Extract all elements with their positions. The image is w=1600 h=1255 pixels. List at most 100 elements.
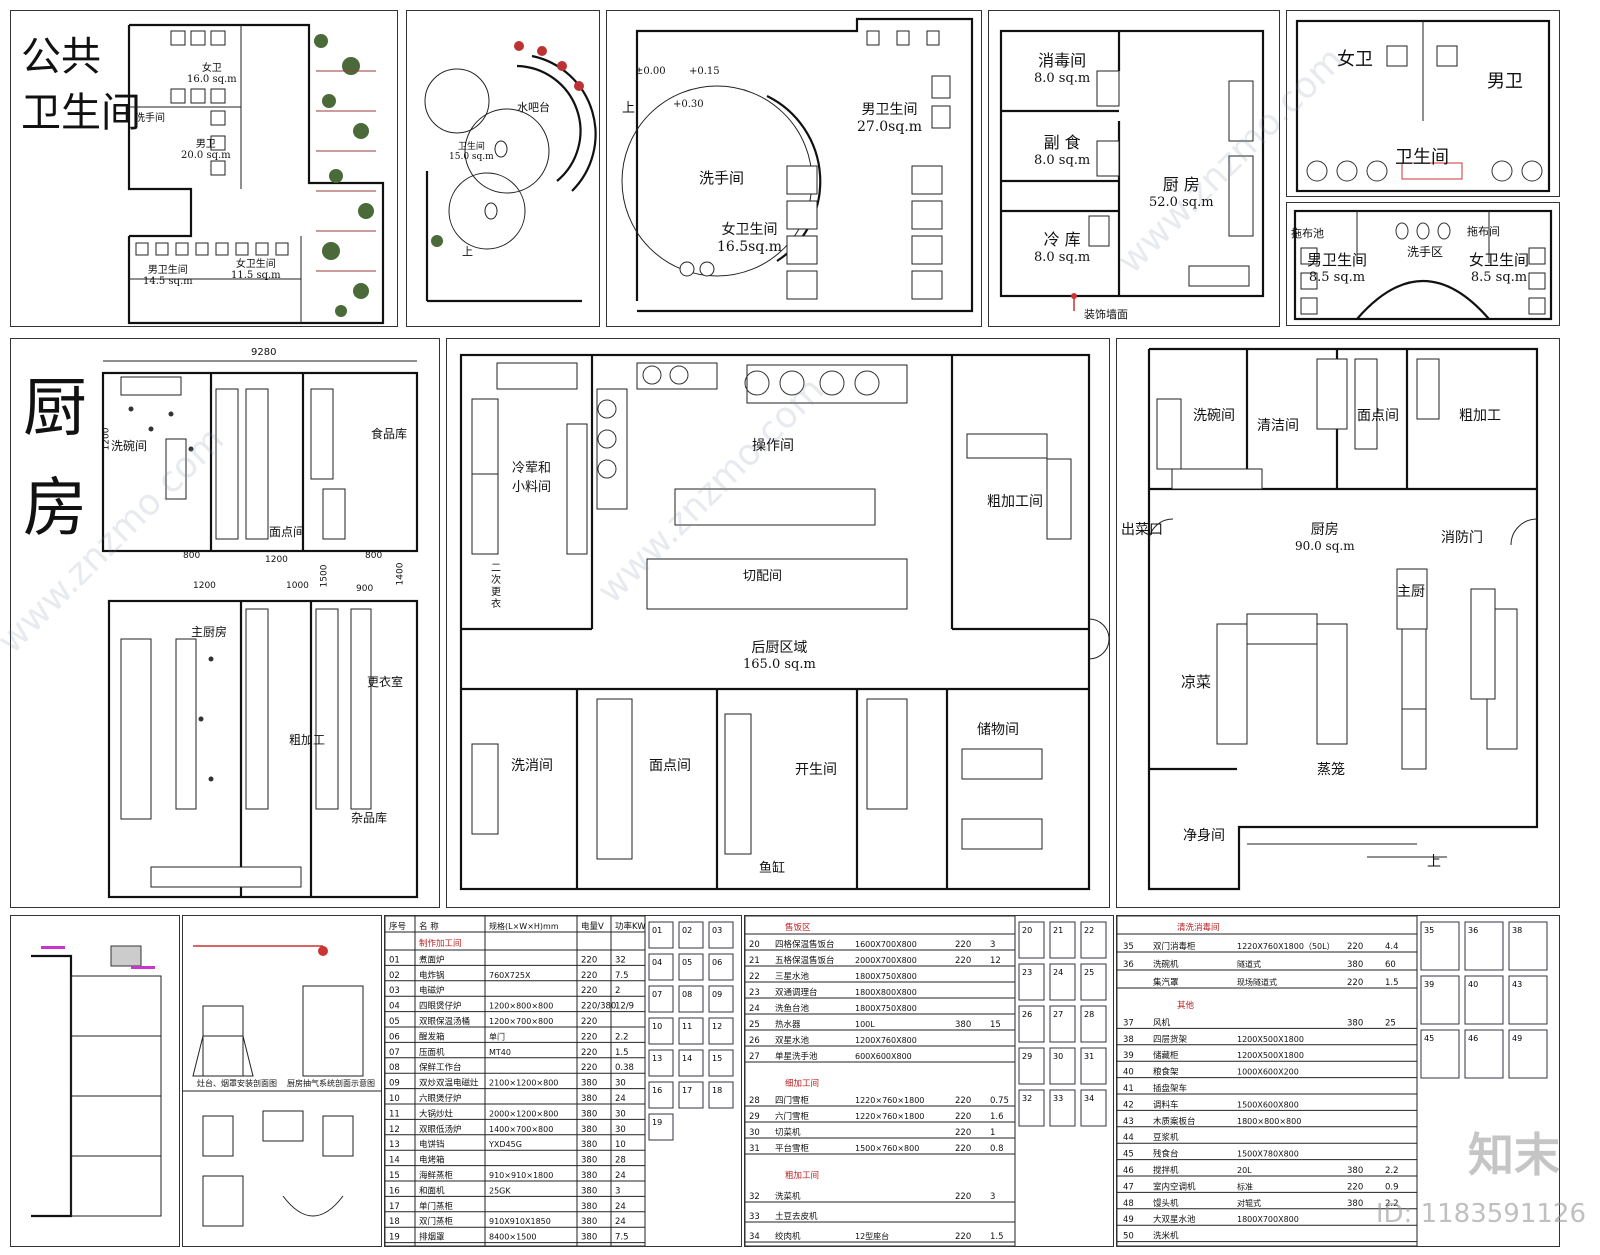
equipment-icon-label: 07: [652, 990, 662, 999]
table2b-cell: 四门雪柜: [775, 1095, 810, 1106]
table2b-cell: 1500×760×800: [855, 1144, 919, 1153]
table1-cell: 双炒双温电磁灶: [419, 1078, 479, 1089]
title-line-1: 公共: [21, 34, 101, 80]
table2c-cell: 3: [990, 1192, 995, 1202]
table2b-cell: 220: [955, 1128, 971, 1138]
table3b-cell: 调料车: [1153, 1099, 1179, 1110]
table1-cell: 30: [615, 1079, 626, 1089]
room-label: 粗加工: [289, 733, 326, 747]
equipment-icon-label: 06: [712, 958, 722, 967]
table1-cell: 电饼铛: [419, 1139, 445, 1150]
table2c-cell: 1.5: [990, 1232, 1004, 1242]
equipment-icon: [678, 1017, 704, 1045]
table2a-cell: 五格保温售饭台: [775, 955, 835, 966]
table2c-cell: 绞肉机: [775, 1231, 801, 1242]
equipment-icon-label: 20: [1022, 926, 1032, 935]
room-label: 出菜口: [1121, 522, 1163, 538]
equipment-icon: [708, 985, 734, 1013]
table1-cell: 13: [389, 1140, 400, 1150]
table1-cell: 04: [389, 1002, 400, 1012]
table1-cell: 保鲜工作台: [419, 1062, 462, 1073]
equipment-icon-label: 23: [1022, 968, 1032, 977]
table1-cell: 30: [615, 1109, 626, 1119]
table2a-cell: 21: [749, 956, 760, 966]
equipment-icon: [678, 1049, 704, 1077]
table1-header-cell: 电量V: [581, 921, 604, 932]
stair-up-label: 上: [462, 245, 473, 258]
equipment-icon-label: 45: [1424, 1034, 1434, 1043]
table3a-cell: 1.5: [1385, 978, 1399, 988]
title-line-2: 房: [23, 472, 87, 546]
table1-cell: 单门蒸柜: [419, 1201, 454, 1212]
equipment-icon: [1080, 921, 1107, 959]
equipment-icon-label: 36: [1468, 926, 1478, 935]
equipment-icon: [708, 1049, 734, 1077]
equipment-icon: [1049, 1005, 1076, 1043]
equipment-icon-label: 01: [652, 926, 662, 935]
equipment-icon: [678, 953, 704, 981]
room-label: 杂品库: [351, 811, 388, 825]
table2a-cell: 1800X800X800: [855, 988, 917, 997]
table1-cell: 六眼煲仔炉: [419, 1093, 462, 1104]
table2b-cell: 0.8: [990, 1144, 1004, 1154]
equipment-icon: [648, 1049, 674, 1077]
table3b-cell: 39: [1123, 1051, 1134, 1061]
table1-header-cell: 名 称: [419, 921, 439, 932]
room-label: 切配间: [743, 569, 783, 584]
table1-cell: 15: [389, 1171, 400, 1181]
equipment-icon: [1080, 1047, 1107, 1085]
table3b-cell: 风机: [1153, 1017, 1171, 1028]
table3a-cell: 380: [1347, 960, 1363, 970]
equipment-icon: [1420, 921, 1460, 971]
room-label: 面点间: [1357, 408, 1399, 424]
table1-cell: 380: [581, 1217, 597, 1227]
table1-cell: 24: [615, 1217, 626, 1227]
table3b-cell: 粮食架: [1153, 1067, 1179, 1078]
table1-cell: 380: [581, 1202, 597, 1212]
table1-cell: 2000×1200×800: [489, 1109, 558, 1118]
table2a-cell: 23: [749, 988, 760, 998]
table2b-cell: 30: [749, 1128, 760, 1138]
table3b-cell: 2.2: [1385, 1166, 1399, 1176]
table2a-cell: 100L: [855, 1020, 875, 1029]
room-label: 更衣室: [367, 675, 404, 689]
panel-section-drawing-1: [10, 915, 180, 1247]
table3b-cell: 42: [1123, 1100, 1134, 1110]
room-label: 粗加工间: [987, 494, 1043, 510]
equipment-icon-label: 13: [652, 1054, 662, 1063]
table1-cell: 03: [389, 986, 400, 996]
table1-cell: 电磁炉: [419, 985, 445, 996]
equipment-icon: [1018, 921, 1045, 959]
table2a-cell: 三星水池: [775, 971, 810, 982]
table3a-cell: 60: [1385, 960, 1396, 970]
table1-cell: 电炸锅: [419, 970, 445, 981]
table2a-cell: 220: [955, 956, 971, 966]
table2b-cell: 1: [990, 1128, 995, 1138]
table1-cell: 2100×1200×800: [489, 1079, 558, 1088]
equipment-icon-label: 27: [1053, 1010, 1063, 1019]
table1-header-cell: 功率KW: [615, 921, 646, 932]
table3b-cell: 木质案板台: [1153, 1116, 1196, 1127]
table3b-cell: 四层货架: [1153, 1034, 1188, 1045]
table1-cell: 05: [389, 1017, 400, 1027]
table1-cell: 380: [581, 1140, 597, 1150]
table3b-cell: 1200X500X1800: [1237, 1051, 1304, 1060]
table1-cell: 380: [581, 1094, 597, 1104]
panel-title: 厨 房: [23, 359, 87, 559]
equipment-icon-label: 11: [682, 1022, 692, 1031]
table1-cell: 7.5: [615, 971, 629, 981]
dim-label: 900: [356, 584, 374, 594]
table1-cell: 380: [581, 1186, 597, 1196]
equipment-icon-label: 49: [1512, 1034, 1522, 1043]
equipment-icon-label: 35: [1424, 926, 1434, 935]
equipment-icon-label: 04: [652, 958, 662, 967]
dim-label: 1200: [193, 581, 216, 591]
